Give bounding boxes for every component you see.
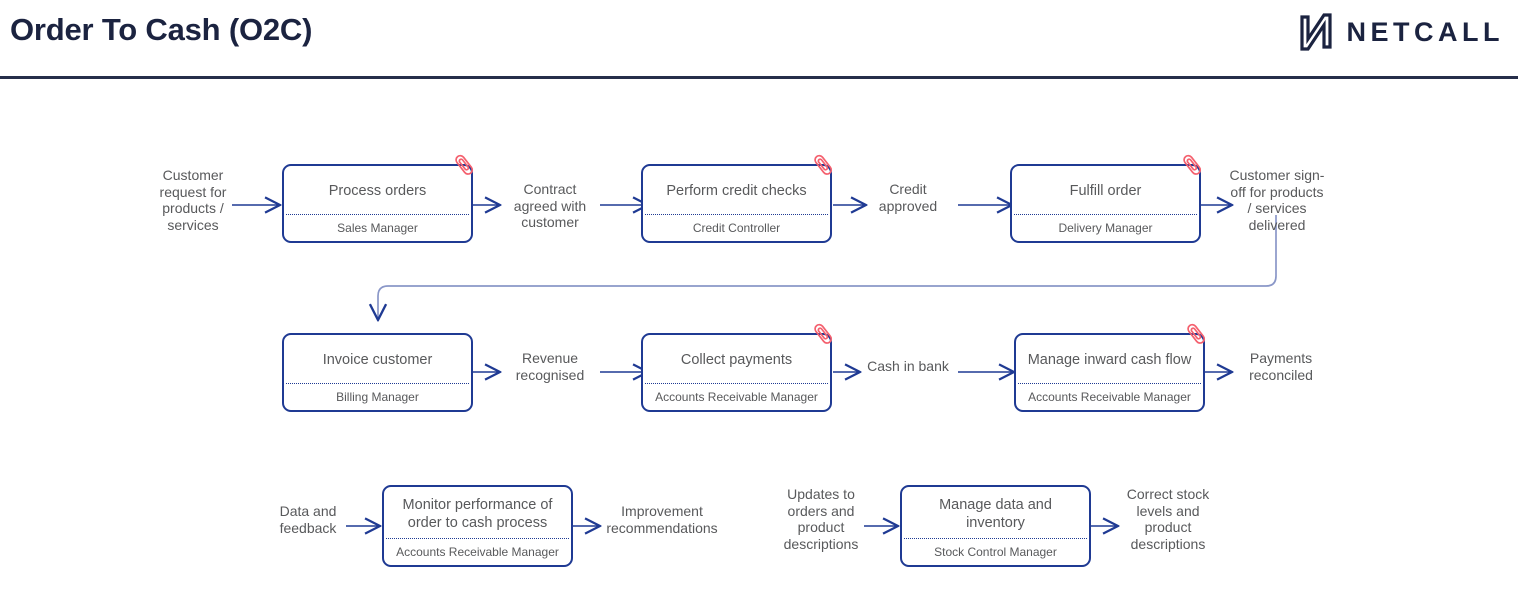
flow-label-contract-agreed: Contract agreed with customer <box>513 181 587 231</box>
process-role: Delivery Manager <box>1058 221 1153 235</box>
process-role: Accounts Receivable Manager <box>655 390 818 404</box>
process-title: Invoice customer <box>322 352 433 368</box>
process-role: Sales Manager <box>337 221 418 235</box>
attachment-paperclip-icon[interactable] <box>810 152 836 178</box>
process-title: Perform credit checks <box>666 183 807 199</box>
process-box-process-orders[interactable]: Process orders Sales Manager <box>282 154 474 243</box>
process-role: Billing Manager <box>336 390 419 404</box>
process-title: Monitor performance of order to cash pro… <box>402 496 553 531</box>
process-divider <box>1018 383 1201 384</box>
process-divider <box>1014 214 1197 215</box>
brand-name: NETCALL <box>1346 16 1504 47</box>
flow-label-correct-stock-levels: Correct stock levels and product descrip… <box>1126 486 1210 552</box>
attachment-paperclip-icon[interactable] <box>1183 321 1209 347</box>
flow-label-customer-request: Customer request for products / services <box>159 167 227 233</box>
flow-canvas: Customer request for products / services… <box>0 78 1518 599</box>
process-box-manage-data-inventory[interactable]: Manage data and inventory Stock Control … <box>900 485 1091 567</box>
flow-label-revenue-recognised: Revenue recognised <box>515 350 585 383</box>
page-header: Order To Cash (O2C) NETCALL <box>0 0 1518 79</box>
process-divider <box>904 538 1087 539</box>
flow-label-data-and-feedback: Data and feedback <box>279 503 337 536</box>
process-box-monitor-performance[interactable]: Monitor performance of order to cash pro… <box>382 485 573 567</box>
process-divider <box>286 383 469 384</box>
flow-connectors <box>232 78 1277 599</box>
header-divider <box>0 76 1518 79</box>
process-title: Manage inward cash flow <box>1027 352 1192 368</box>
process-box-perform-credit-checks[interactable]: Perform credit checks Credit Controller <box>641 154 833 243</box>
netcall-n-logo-icon <box>1299 13 1332 51</box>
process-role: Accounts Receivable Manager <box>396 545 559 559</box>
process-title: Collect payments <box>680 352 793 368</box>
process-divider <box>645 383 828 384</box>
process-divider <box>386 538 569 539</box>
process-divider <box>286 214 469 215</box>
process-role: Credit Controller <box>692 221 781 235</box>
page-title: Order To Cash (O2C) <box>10 12 313 47</box>
process-role: Stock Control Manager <box>934 545 1057 559</box>
attachment-paperclip-icon[interactable] <box>451 152 477 178</box>
flow-label-payments-reconciled: Payments reconciled <box>1249 350 1313 383</box>
flow-label-updates-to-orders: Updates to orders and product descriptio… <box>783 486 859 552</box>
flow-label-credit-approved: Credit approved <box>878 181 938 214</box>
brand-logo: NETCALL <box>1299 13 1504 51</box>
attachment-paperclip-icon[interactable] <box>810 321 836 347</box>
process-title: Process orders <box>328 183 427 199</box>
process-box-collect-payments[interactable]: Collect payments Accounts Receivable Man… <box>641 323 833 412</box>
process-box-manage-inward-cash-flow[interactable]: Manage inward cash flow Accounts Receiva… <box>1014 323 1206 412</box>
flow-label-customer-signoff: Customer sign-off for products / service… <box>1229 167 1325 233</box>
flow-label-cash-in-bank: Cash in bank <box>867 358 949 374</box>
process-title: Manage data and inventory <box>939 496 1052 531</box>
process-box-fulfill-order[interactable]: Fulfill order Delivery Manager <box>1010 154 1202 243</box>
attachment-paperclip-icon[interactable] <box>1179 152 1205 178</box>
process-divider <box>645 214 828 215</box>
flow-label-improvement-recommendations: Improvement recommendations <box>606 503 718 536</box>
loopback-connector <box>378 215 1277 320</box>
process-box-invoice-customer[interactable]: Invoice customer Billing Manager <box>282 333 473 412</box>
process-title: Fulfill order <box>1069 183 1142 199</box>
process-role: Accounts Receivable Manager <box>1028 390 1191 404</box>
